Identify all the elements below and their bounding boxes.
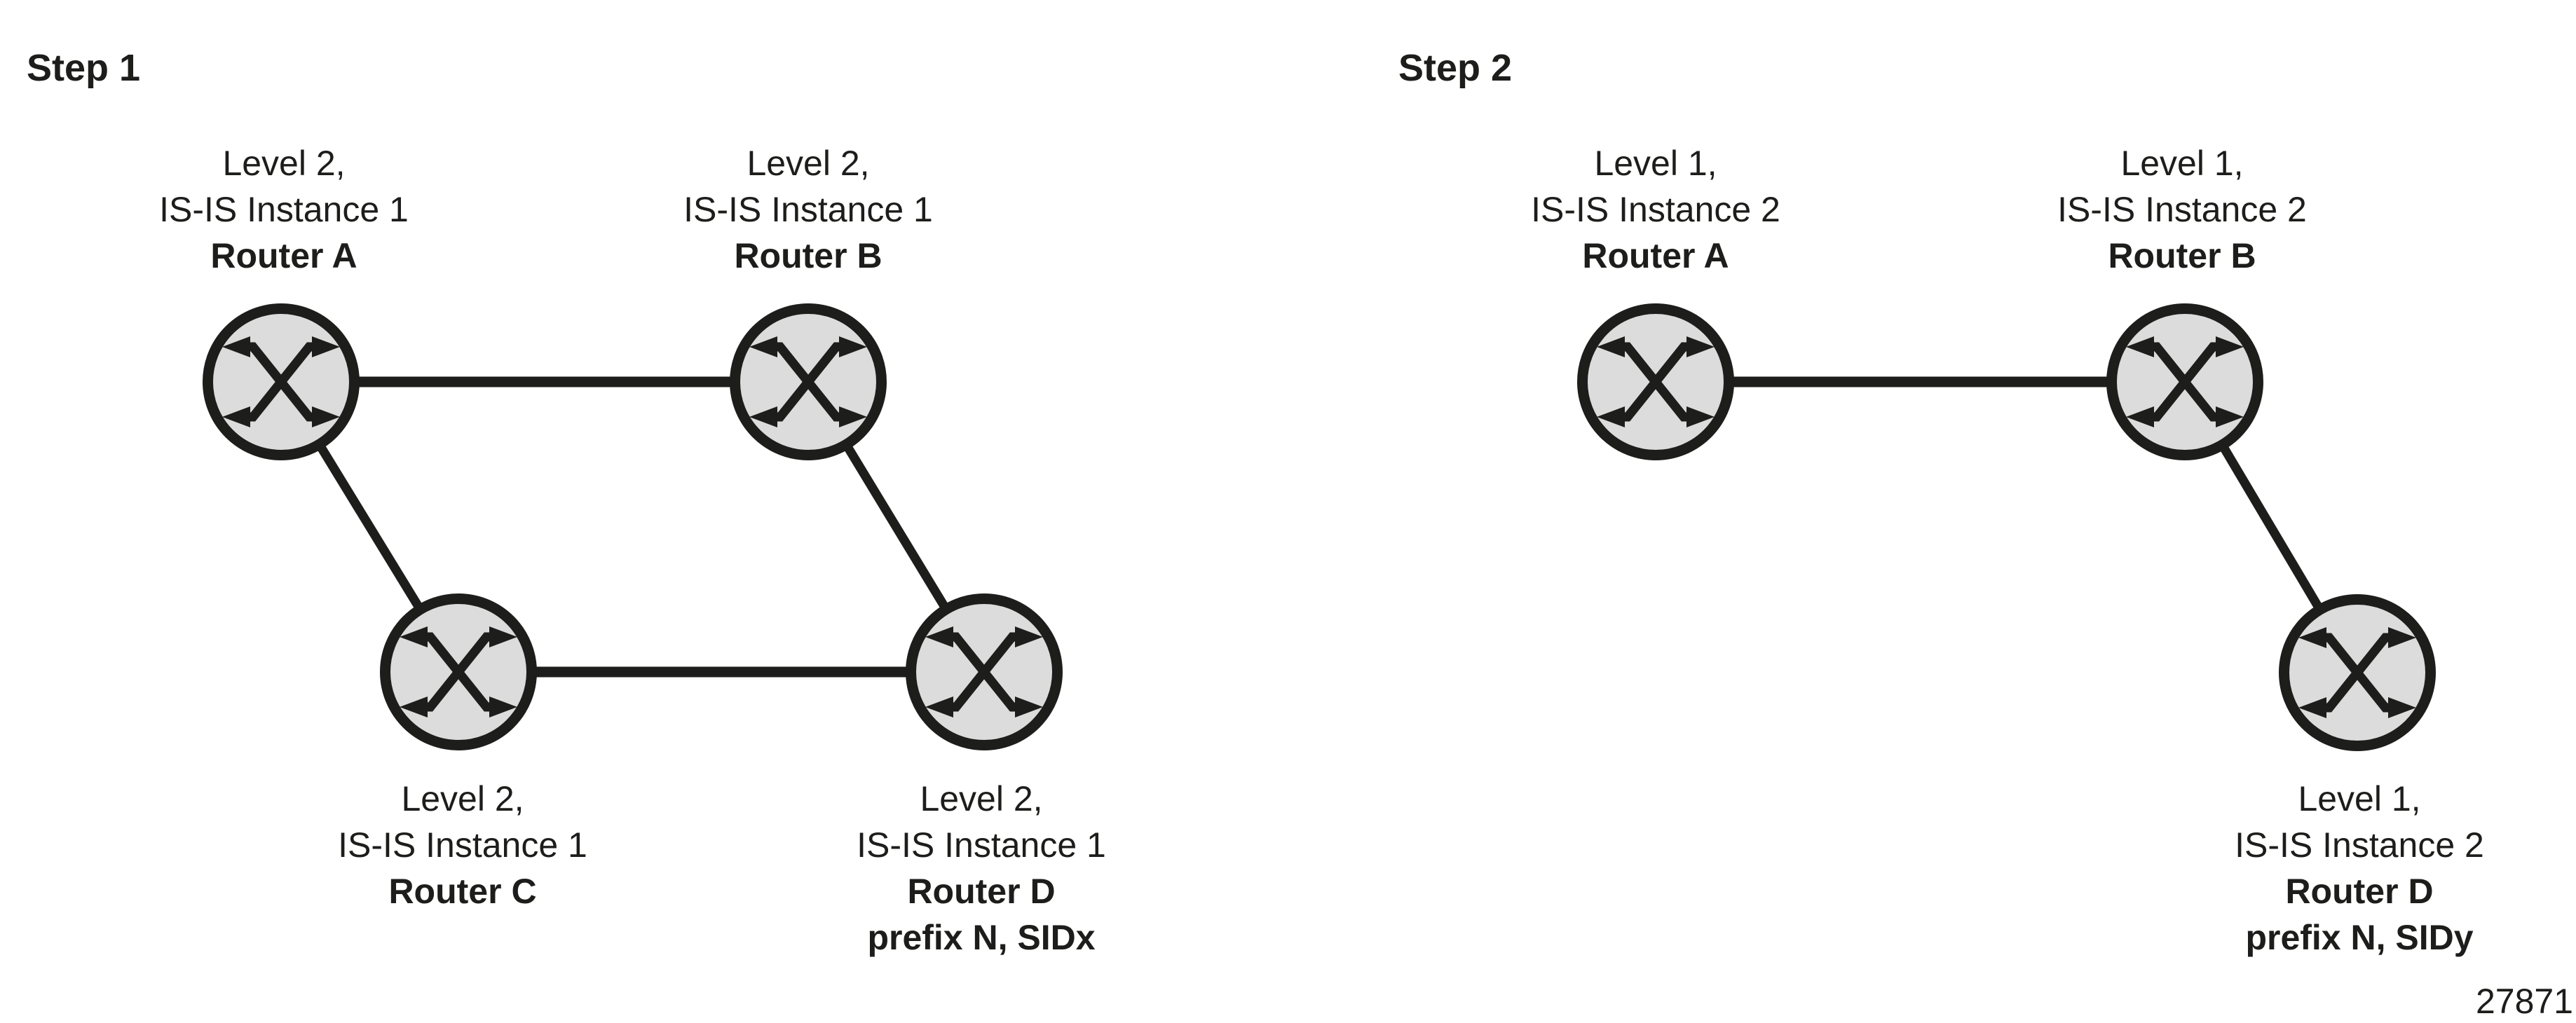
router-level-label: Level 1, (1594, 144, 1717, 183)
router-name-label: Router D (2285, 872, 2434, 911)
router-name-label: Router B (734, 236, 882, 275)
step-1-nodes (208, 309, 1058, 746)
label-s2-router-d: Level 1, IS-IS Instance 2 Router D prefi… (2235, 776, 2484, 961)
step-2-nodes (1583, 309, 2431, 746)
router-prefix-label: prefix N, SIDx (867, 918, 1096, 957)
router-name-label: Router C (388, 872, 537, 911)
router-name-label: Router A (1582, 236, 1729, 275)
router-node-s2-b (2112, 309, 2258, 455)
step-2-links (1656, 376, 2362, 675)
router-instance-label: IS-IS Instance 1 (159, 190, 409, 229)
step-1-links (277, 376, 988, 678)
label-s1-router-b: Level 2, IS-IS Instance 1 Router B (683, 140, 933, 279)
router-node-s1-d (911, 599, 1058, 746)
router-level-label: Level 2, (401, 779, 524, 818)
router-instance-label: IS-IS Instance 2 (2057, 190, 2307, 229)
router-instance-label: IS-IS Instance 1 (338, 825, 587, 865)
router-name-label: Router B (2108, 236, 2256, 275)
router-node-s2-d (2284, 600, 2431, 746)
router-level-label: Level 1, (2298, 779, 2421, 818)
label-s1-router-c: Level 2, IS-IS Instance 1 Router C (338, 776, 587, 914)
step-2-title: Step 2 (1398, 47, 1513, 89)
router-instance-label: IS-IS Instance 1 (683, 190, 933, 229)
label-s1-router-a: Level 2, IS-IS Instance 1 Router A (159, 140, 409, 279)
router-instance-label: IS-IS Instance 1 (857, 825, 1106, 865)
label-s1-router-d: Level 2, IS-IS Instance 1 Router D prefi… (857, 776, 1106, 961)
router-node-s1-a (208, 309, 355, 455)
router-node-s2-a (1583, 309, 1729, 455)
router-level-label: Level 2, (222, 144, 346, 183)
figure-number: 27871 (2475, 982, 2573, 1021)
router-prefix-label: prefix N, SIDy (2245, 918, 2474, 957)
label-s2-router-a: Level 1, IS-IS Instance 2 Router A (1531, 140, 1780, 279)
router-level-label: Level 2, (747, 144, 870, 183)
router-instance-label: IS-IS Instance 2 (2235, 825, 2484, 865)
router-level-label: Level 1, (2120, 144, 2244, 183)
router-name-label: Router D (907, 872, 1056, 911)
step-1-title: Step 1 (27, 47, 141, 89)
router-name-label: Router A (210, 236, 357, 275)
router-node-s1-b (735, 309, 882, 455)
router-level-label: Level 2, (920, 779, 1043, 818)
router-instance-label: IS-IS Instance 2 (1531, 190, 1780, 229)
router-node-s1-c (386, 599, 532, 746)
label-s2-router-b: Level 1, IS-IS Instance 2 Router B (2057, 140, 2307, 279)
